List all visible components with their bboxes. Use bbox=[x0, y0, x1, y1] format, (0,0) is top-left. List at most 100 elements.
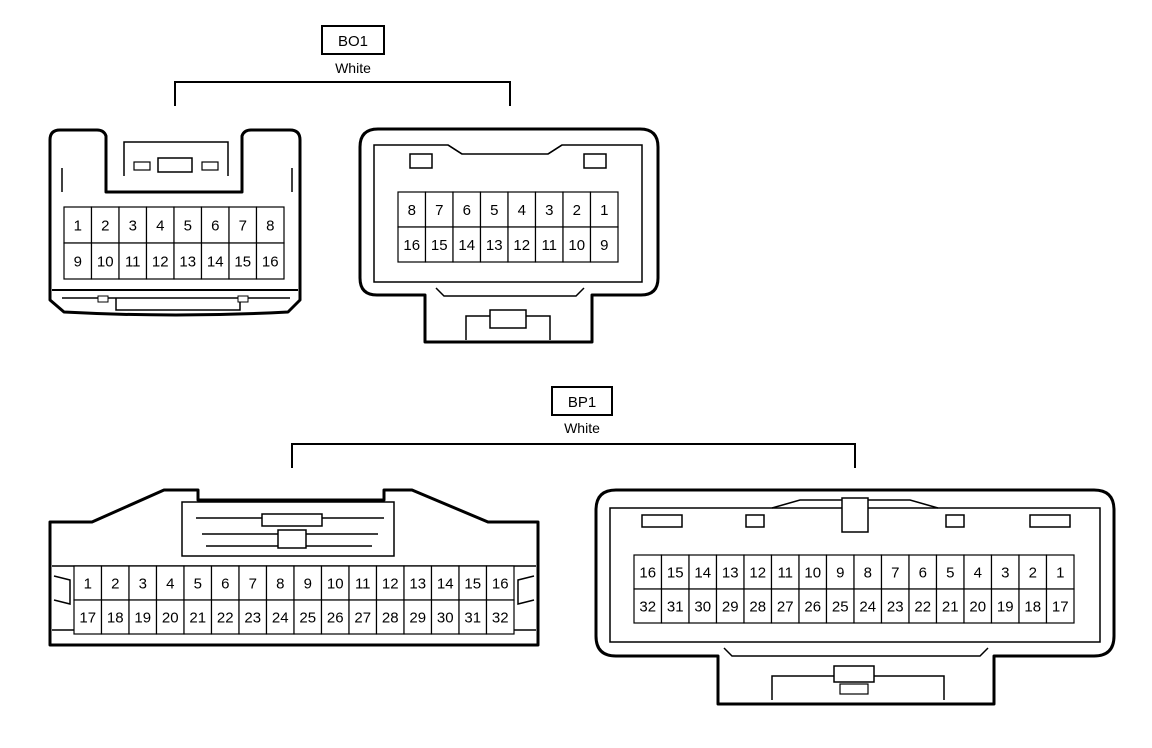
pin-number: 11 bbox=[355, 576, 371, 593]
pin-cell bbox=[228, 242, 258, 280]
pin-cell bbox=[90, 206, 120, 244]
pin-cell bbox=[238, 565, 268, 601]
pin-number: 12 bbox=[382, 576, 399, 593]
pin-cell bbox=[743, 554, 773, 590]
pin-cell bbox=[1018, 588, 1048, 624]
pin-number: 14 bbox=[207, 254, 224, 271]
pin-number: 6 bbox=[463, 202, 471, 219]
pin-cell bbox=[770, 554, 800, 590]
pin-number: 3 bbox=[1001, 565, 1009, 582]
bo1-front-outline bbox=[48, 128, 302, 317]
pin-cell bbox=[660, 588, 690, 624]
pin-number: 15 bbox=[431, 237, 448, 254]
pin-cell bbox=[589, 226, 619, 263]
pin-cell bbox=[715, 588, 745, 624]
pin-number: 3 bbox=[139, 576, 147, 593]
pin-cell bbox=[73, 565, 103, 601]
pin-cell bbox=[200, 242, 230, 280]
pin-number: 5 bbox=[184, 218, 192, 235]
bp1-front-outline bbox=[48, 488, 540, 647]
pin-number: 2 bbox=[1029, 565, 1037, 582]
pin-number: 4 bbox=[974, 565, 982, 582]
pin-number: 13 bbox=[722, 565, 739, 582]
pin-number: 10 bbox=[327, 576, 344, 593]
pin-cell bbox=[507, 226, 537, 263]
pin-number: 15 bbox=[667, 565, 684, 582]
pin-number: 31 bbox=[464, 610, 481, 627]
pin-number: 18 bbox=[1024, 599, 1041, 616]
pin-number: 32 bbox=[492, 610, 509, 627]
pin-number: 1 bbox=[74, 218, 82, 235]
bp1-color-label: White bbox=[564, 420, 600, 436]
pin-cell bbox=[479, 191, 509, 228]
pin-number: 15 bbox=[234, 254, 251, 271]
pin-cell bbox=[200, 206, 230, 244]
pin-number: 20 bbox=[162, 610, 179, 627]
bo1-bracket bbox=[174, 81, 511, 106]
pin-number: 11 bbox=[777, 565, 793, 582]
pin-number: 2 bbox=[573, 202, 581, 219]
pin-number: 7 bbox=[435, 202, 443, 219]
pin-number: 8 bbox=[276, 576, 284, 593]
pin-number: 6 bbox=[919, 565, 927, 582]
pin-number: 3 bbox=[129, 218, 137, 235]
pin-cell bbox=[770, 588, 800, 624]
pin-number: 13 bbox=[486, 237, 503, 254]
pin-number: 17 bbox=[79, 610, 96, 627]
pin-number: 25 bbox=[299, 610, 316, 627]
pin-number: 31 bbox=[667, 599, 684, 616]
pin-number: 21 bbox=[942, 599, 959, 616]
pin-number: 8 bbox=[408, 202, 416, 219]
pin-number: 1 bbox=[600, 202, 608, 219]
pin-cell bbox=[963, 588, 993, 624]
bp1-id-label: BP1 bbox=[568, 394, 596, 411]
pin-cell bbox=[798, 588, 828, 624]
pin-number: 17 bbox=[1052, 599, 1069, 616]
pin-cell bbox=[403, 565, 433, 601]
pin-number: 7 bbox=[239, 218, 247, 235]
pin-cell bbox=[743, 588, 773, 624]
pin-cell bbox=[320, 565, 350, 601]
pin-number: 19 bbox=[997, 599, 1014, 616]
pin-cell bbox=[375, 599, 405, 635]
pin-number: 20 bbox=[969, 599, 986, 616]
pin-number: 13 bbox=[179, 254, 196, 271]
pin-number: 5 bbox=[946, 565, 954, 582]
pin-number: 22 bbox=[914, 599, 931, 616]
pin-number: 2 bbox=[101, 218, 109, 235]
pin-number: 19 bbox=[134, 610, 151, 627]
pin-cell bbox=[1045, 588, 1075, 624]
pin-cell bbox=[265, 599, 295, 635]
pin-cell bbox=[534, 191, 564, 228]
pin-number: 21 bbox=[189, 610, 206, 627]
pin-number: 16 bbox=[492, 576, 509, 593]
bp1-id-box bbox=[551, 386, 613, 416]
pin-number: 3 bbox=[545, 202, 553, 219]
bo1-rear-outline bbox=[358, 127, 660, 344]
pin-number: 9 bbox=[600, 237, 608, 254]
pin-number: 8 bbox=[266, 218, 274, 235]
pin-number: 4 bbox=[166, 576, 174, 593]
pin-cell bbox=[183, 599, 213, 635]
pin-cell bbox=[348, 599, 378, 635]
pin-number: 16 bbox=[403, 237, 420, 254]
pin-number: 9 bbox=[304, 576, 312, 593]
pin-number: 14 bbox=[694, 565, 711, 582]
pin-cell bbox=[320, 599, 350, 635]
pin-number: 13 bbox=[409, 576, 426, 593]
pin-number: 30 bbox=[694, 599, 711, 616]
pin-number: 25 bbox=[832, 599, 849, 616]
pin-number: 1 bbox=[84, 576, 92, 593]
bp1-rear-key bbox=[841, 497, 869, 533]
pin-cell bbox=[173, 242, 203, 280]
pin-number: 12 bbox=[513, 237, 530, 254]
pin-number: 5 bbox=[194, 576, 202, 593]
pin-number: 32 bbox=[639, 599, 656, 616]
pin-number: 12 bbox=[749, 565, 766, 582]
pin-cell bbox=[238, 599, 268, 635]
pin-cell bbox=[118, 242, 148, 280]
